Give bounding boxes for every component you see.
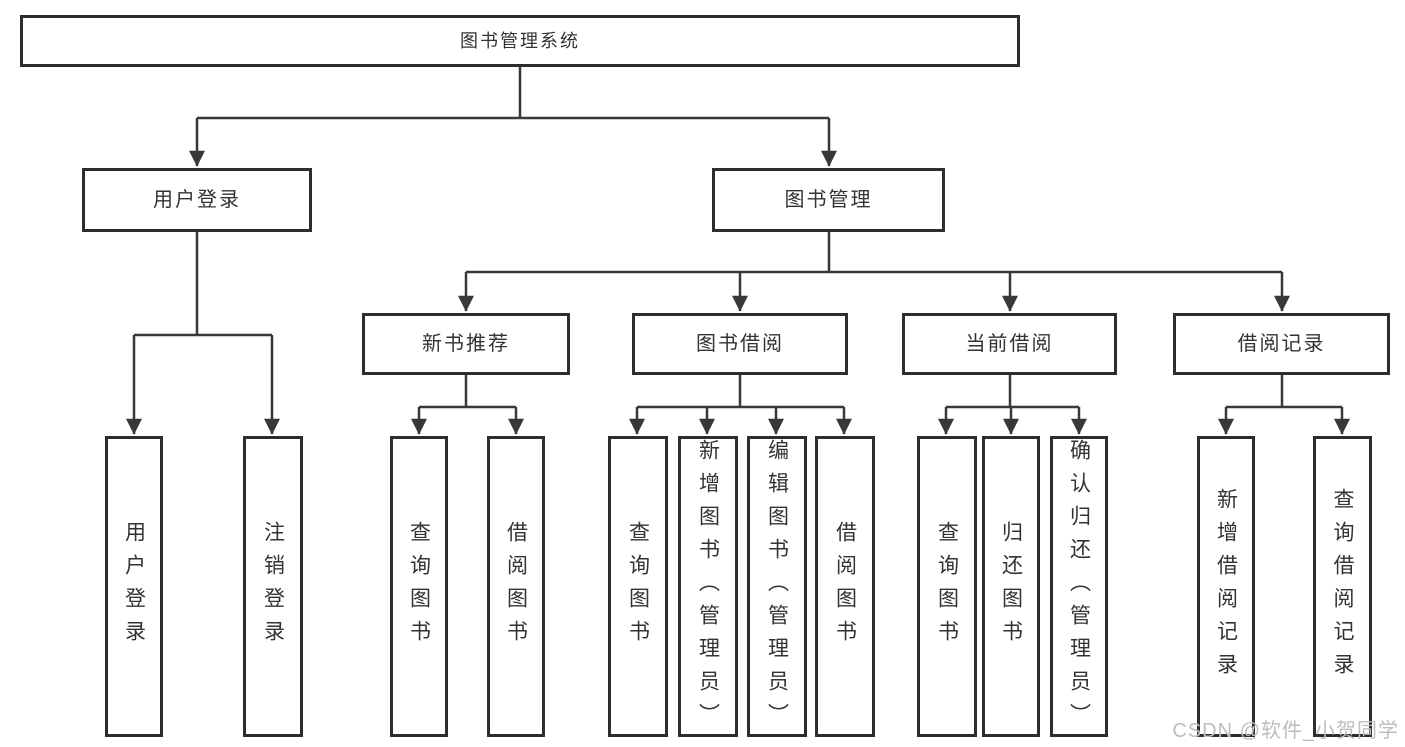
leaf-edit-book-admin: 编辑图书（管理员） — [747, 436, 807, 737]
leaf-query-books-2-label: 查询图书 — [626, 520, 650, 653]
csdn-watermark: CSDN @软件_小贺同学 — [1172, 720, 1399, 742]
leaf-confirm-return-admin-label: 确认归还（管理员） — [1067, 439, 1091, 736]
connector-lines — [134, 67, 1342, 409]
connector-arrows — [126, 118, 1350, 435]
node-user-login: 用户登录 — [82, 168, 312, 232]
node-library-system-label: 图书管理系统 — [460, 31, 580, 51]
leaf-return-book-label: 归还图书 — [999, 520, 1023, 653]
leaf-borrow-books-2: 借阅图书 — [815, 436, 875, 737]
node-new-book-recommend: 新书推荐 — [362, 313, 570, 375]
node-book-management: 图书管理 — [712, 168, 945, 232]
leaf-borrow-books-2-label: 借阅图书 — [833, 520, 857, 653]
node-library-system: 图书管理系统 — [20, 15, 1020, 67]
node-user-login-label: 用户登录 — [153, 189, 241, 211]
node-book-management-label: 图书管理 — [784, 189, 873, 211]
leaf-query-books-1-label: 查询图书 — [407, 520, 431, 653]
node-book-borrow: 图书借阅 — [632, 313, 848, 375]
leaf-user-login: 用户登录 — [105, 436, 163, 737]
leaf-edit-book-admin-label: 编辑图书（管理员） — [765, 439, 789, 736]
node-new-book-recommend-label: 新书推荐 — [422, 333, 510, 355]
leaf-query-books-3: 查询图书 — [917, 436, 977, 737]
leaf-user-login-label: 用户登录 — [122, 520, 146, 653]
leaf-logout-label: 注销登录 — [261, 520, 285, 653]
leaf-add-borrow-record-label: 新增借阅记录 — [1214, 487, 1238, 686]
leaf-confirm-return-admin: 确认归还（管理员） — [1050, 436, 1108, 737]
leaf-borrow-books-1-label: 借阅图书 — [504, 520, 528, 653]
leaf-return-book: 归还图书 — [982, 436, 1040, 737]
node-book-borrow-label: 图书借阅 — [696, 333, 784, 355]
leaf-add-book-admin: 新增图书（管理员） — [678, 436, 738, 737]
leaf-logout: 注销登录 — [243, 436, 303, 737]
leaf-query-borrow-record: 查询借阅记录 — [1313, 436, 1372, 737]
leaf-query-books-1: 查询图书 — [390, 436, 448, 737]
leaf-add-book-admin-label: 新增图书（管理员） — [696, 439, 720, 736]
leaf-query-borrow-record-label: 查询借阅记录 — [1331, 487, 1354, 686]
leaf-query-books-2: 查询图书 — [608, 436, 668, 737]
leaf-borrow-books-1: 借阅图书 — [487, 436, 545, 737]
leaf-query-books-3-label: 查询图书 — [935, 520, 959, 653]
node-current-borrow: 当前借阅 — [902, 313, 1117, 375]
node-borrow-records: 借阅记录 — [1173, 313, 1390, 375]
leaf-add-borrow-record: 新增借阅记录 — [1197, 436, 1255, 737]
node-borrow-records-label: 借阅记录 — [1237, 333, 1326, 355]
node-current-borrow-label: 当前借阅 — [965, 333, 1054, 355]
